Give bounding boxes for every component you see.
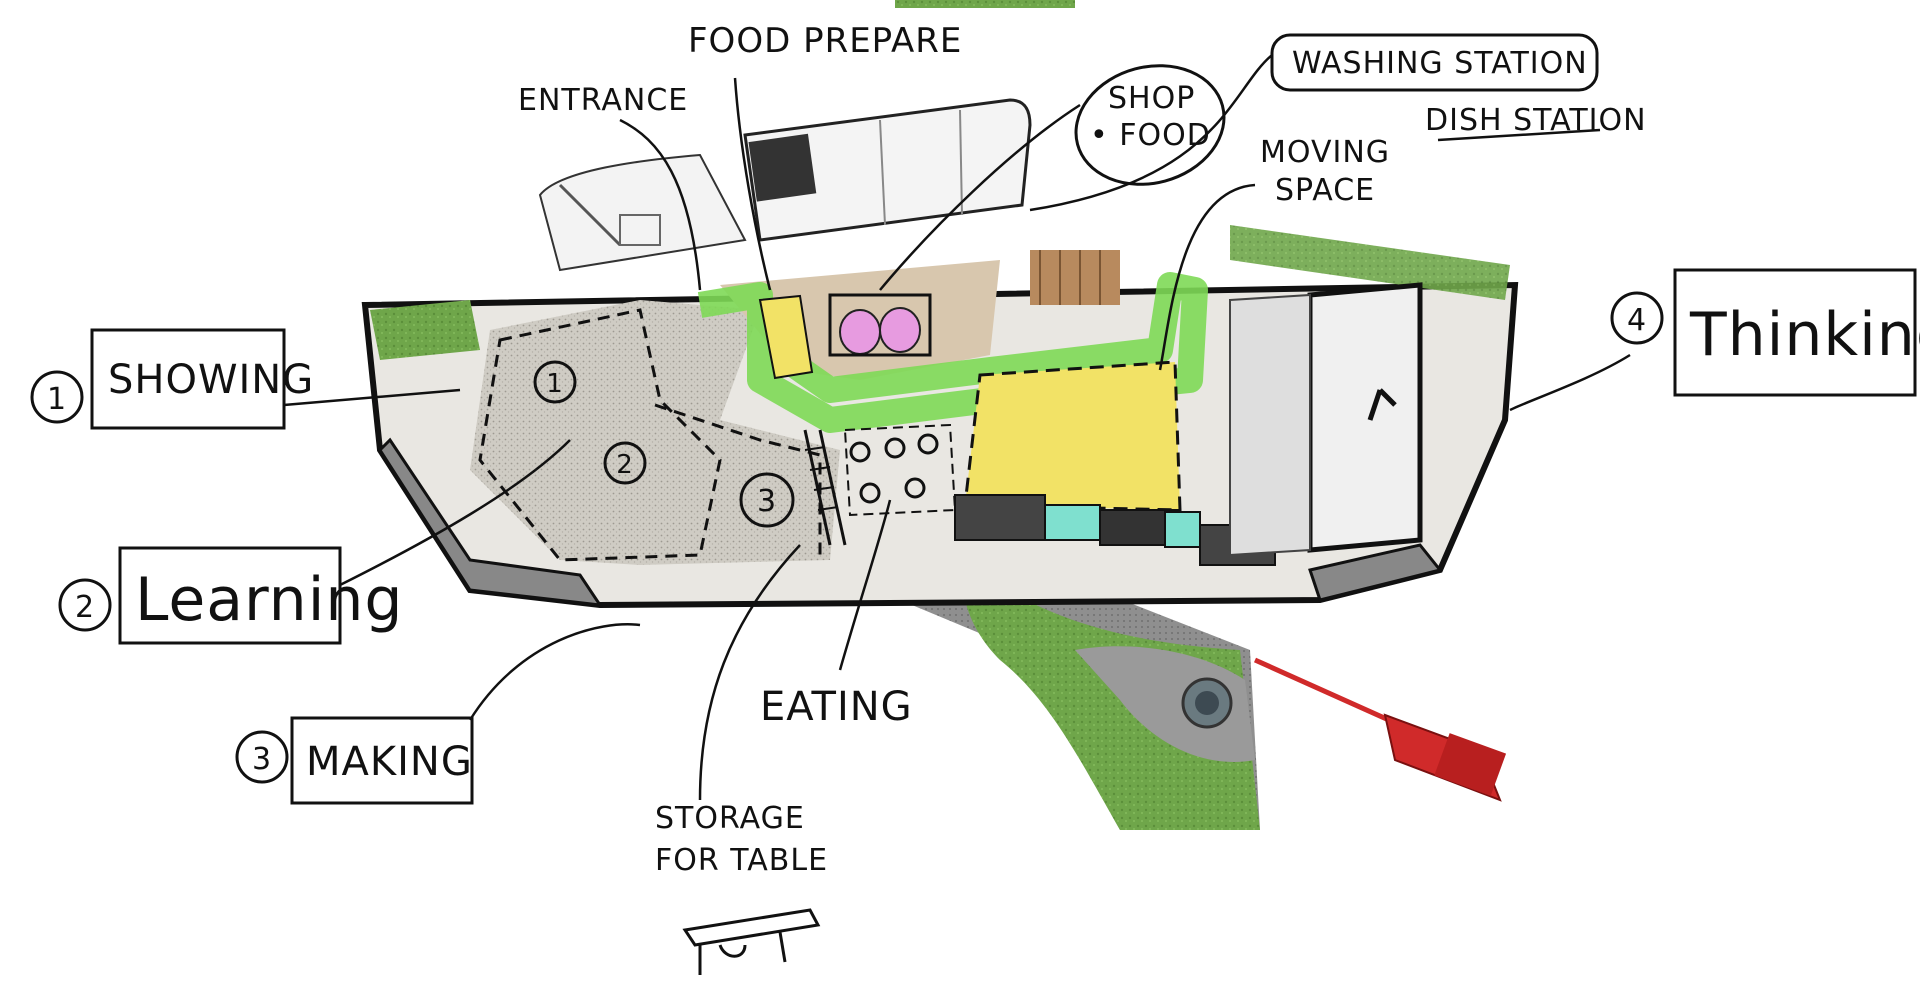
food-label: • FOOD: [1090, 118, 1211, 153]
annotation-storage: STORAGE FOR TABLE: [655, 544, 828, 975]
zone-number-2: 2: [75, 590, 95, 625]
zone-label-thinking: Thinking: [1689, 300, 1920, 370]
washing-station-label: WASHING STATION: [1292, 46, 1588, 81]
annotation-food-prepare: FOOD PREPARE: [688, 21, 962, 291]
zone-making: 3 MAKING: [235, 623, 641, 805]
moving-space-label-1: MOVING: [1260, 135, 1390, 170]
plan-marker-2: 2: [616, 450, 634, 480]
site-ground: [790, 560, 1260, 830]
roof-structure: [538, 98, 1032, 272]
shop-label: SHOP: [1108, 81, 1195, 116]
zone-label-showing: SHOWING: [108, 357, 314, 403]
zone-thinking: 4 Thinking: [1509, 268, 1920, 412]
storage-label-2: FOR TABLE: [655, 843, 828, 878]
moving-space-label-2: SPACE: [1275, 173, 1375, 208]
zone-learning: 2 Learning: [58, 439, 571, 645]
plan-marker-1: 1: [546, 369, 564, 399]
annotation-washing-station: WASHING STATION DISH STATION: [1029, 33, 1647, 212]
zone-number-1: 1: [47, 382, 67, 417]
annotation-eating: EATING: [760, 499, 913, 730]
zone-label-making: MAKING: [306, 739, 473, 785]
dish-station-label: DISH STATION: [1425, 103, 1647, 138]
annotation-moving-space: MOVING SPACE: [1158, 135, 1390, 371]
annotation-entrance: ENTRANCE: [518, 83, 702, 291]
food-prepare-label: FOOD PREPARE: [688, 21, 962, 61]
building-outline: [361, 225, 1519, 609]
zone-showing: 1 SHOWING: [30, 328, 461, 430]
top-edge-grass: [895, 0, 1075, 8]
red-object: [1253, 657, 1507, 802]
entrance-label: ENTRANCE: [518, 83, 688, 118]
plan-marker-3: 3: [757, 484, 777, 519]
zone-label-learning: Learning: [135, 565, 403, 635]
eating-label: EATING: [760, 684, 913, 730]
zone-number-4: 4: [1627, 303, 1647, 338]
zone-number-3: 3: [252, 742, 272, 777]
plan-markers: 1 2 3: [533, 360, 795, 528]
table-sketch-icon: [682, 908, 821, 975]
annotation-shop: SHOP • FOOD: [879, 64, 1226, 291]
storage-label-1: STORAGE: [655, 801, 805, 836]
